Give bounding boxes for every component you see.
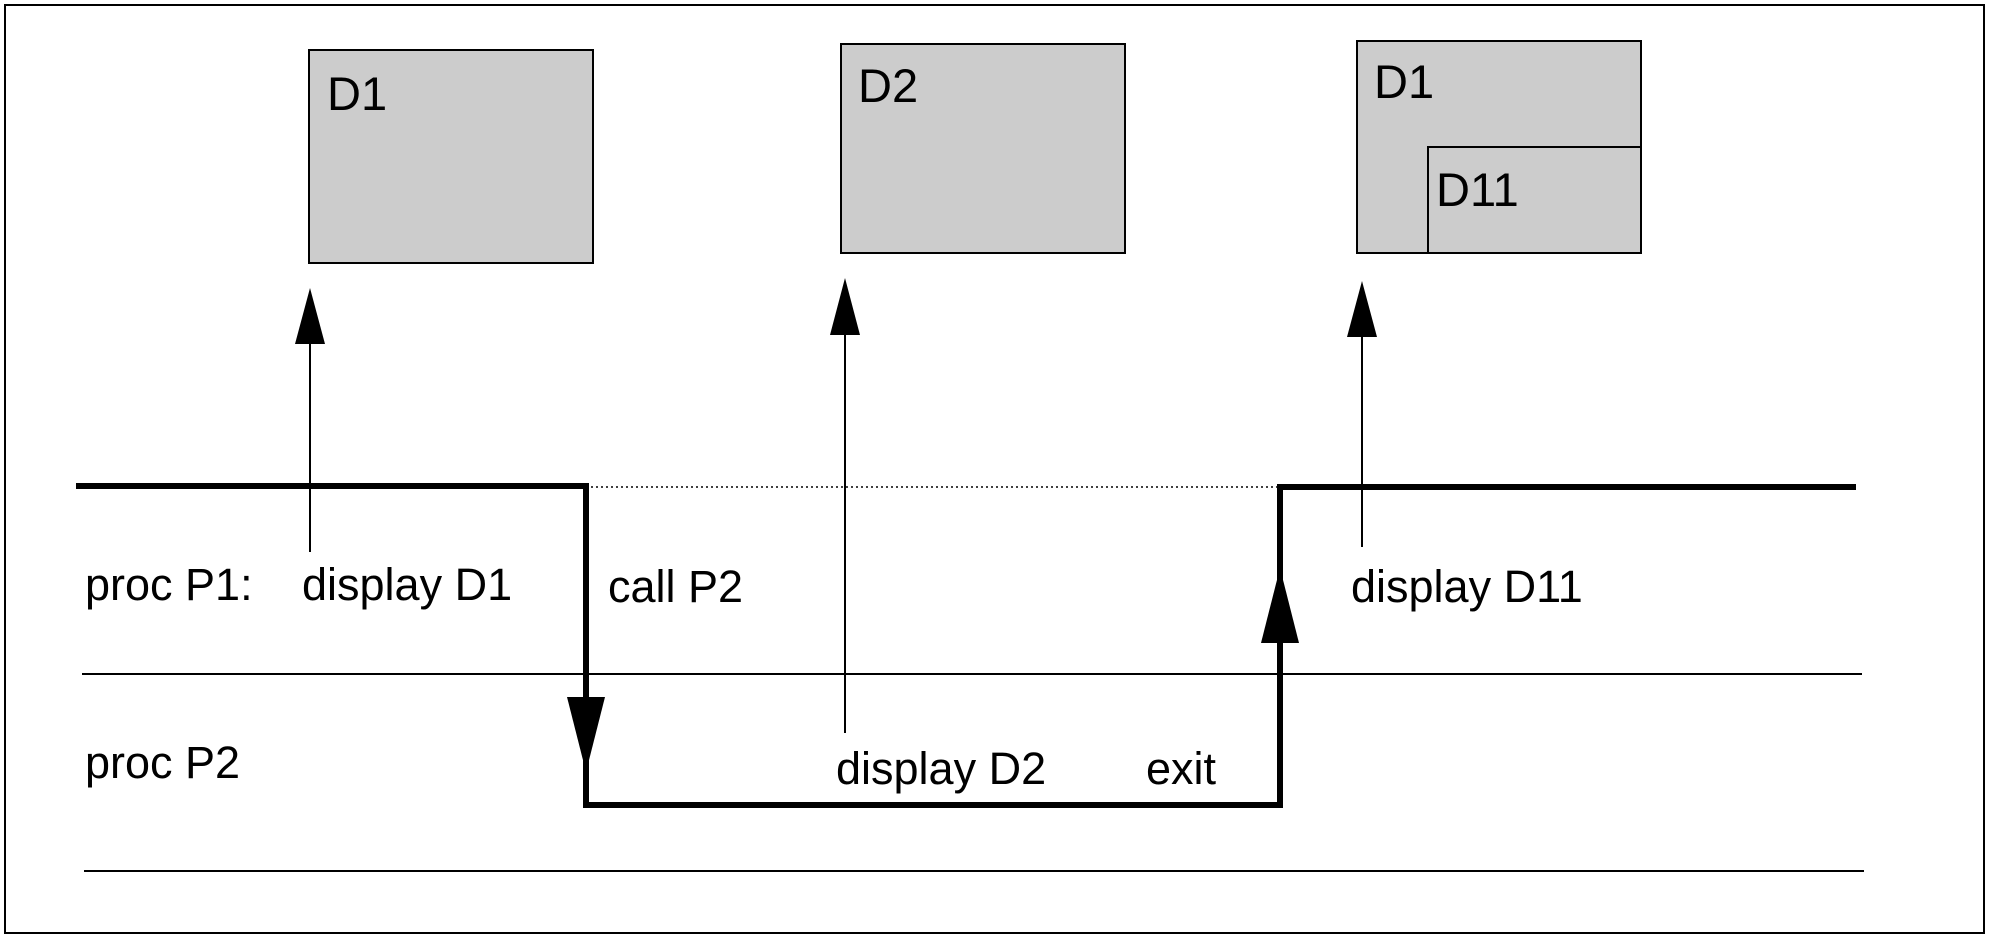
screen-d1-box xyxy=(308,49,594,264)
screen-d1-overlay-label: D1 xyxy=(1374,55,1434,108)
diagram-frame xyxy=(4,4,1985,934)
statement-display-d1: display D1 xyxy=(302,559,512,610)
display-arrow-d1 xyxy=(295,288,325,552)
screen-d2-box xyxy=(840,43,1126,254)
statement-display-d11: display D11 xyxy=(1351,561,1583,612)
control-flow-path xyxy=(76,483,1856,808)
screen-d2: D2 xyxy=(840,43,1126,254)
display-arrow-d1-head xyxy=(295,288,325,344)
screen-d1-with-d11: D1 D11 xyxy=(1356,40,1642,254)
lane-label-p1: proc P1: xyxy=(85,559,253,610)
display-arrow-d11 xyxy=(1347,281,1377,547)
screen-d2-label: D2 xyxy=(858,59,918,112)
statement-display-d2: display D2 xyxy=(836,743,1046,794)
call-arrow-head xyxy=(567,697,605,772)
return-arrow-head xyxy=(1261,568,1299,643)
lane-label-p2: proc P2 xyxy=(85,737,240,788)
screen-d1: D1 xyxy=(308,49,594,264)
screen-d11-box xyxy=(1427,146,1642,254)
statement-exit: exit xyxy=(1146,743,1217,794)
screen-d1-label: D1 xyxy=(327,67,387,120)
screen-d11-label: D11 xyxy=(1436,163,1519,216)
display-arrow-d11-head xyxy=(1347,281,1377,337)
statement-call-p2: call P2 xyxy=(608,561,743,612)
display-arrow-d2-head xyxy=(830,278,860,335)
display-arrow-d2 xyxy=(830,278,860,733)
